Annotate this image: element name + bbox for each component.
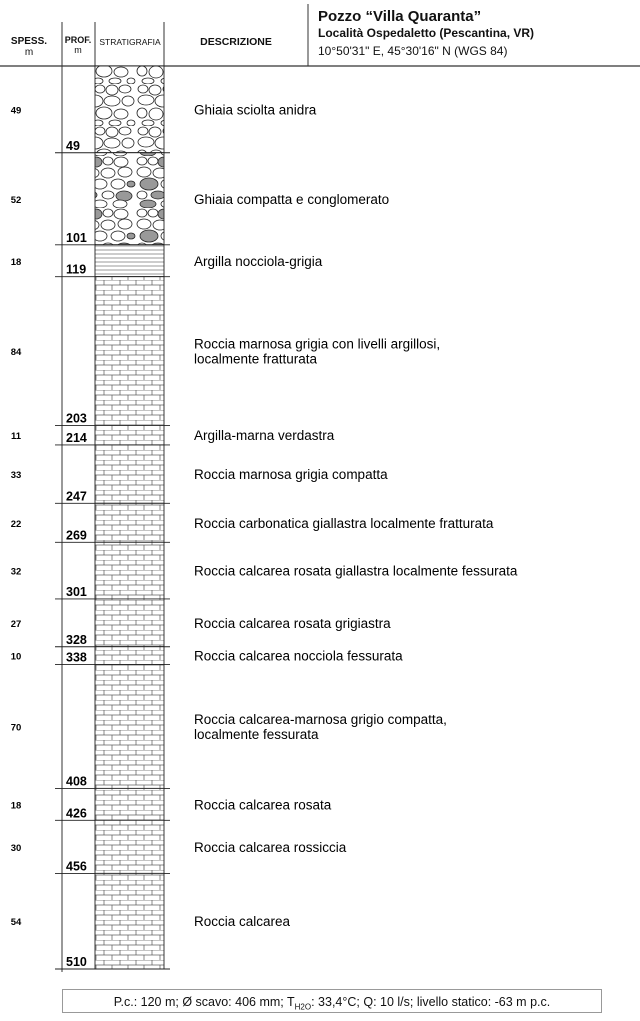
layer-10-description-0: Roccia calcarea-marnosa grigio compatta, bbox=[194, 712, 447, 727]
layer-9-thickness-label: 10 bbox=[11, 652, 22, 663]
spess-header-unit: m bbox=[24, 47, 34, 58]
strat-header: STRATIGRAFIA bbox=[99, 37, 161, 47]
layer-12-fill bbox=[94, 819, 165, 874]
layer-7-thickness-label: 32 bbox=[11, 567, 22, 578]
well-coordinates: 10°50'31" E, 45°30'16" N (WGS 84) bbox=[318, 44, 508, 58]
layer-0-description-0: Ghiaia sciolta anidra bbox=[194, 102, 317, 117]
layer-10-fill bbox=[94, 664, 165, 789]
layer-1-description-0: Ghiaia compatta e conglomerato bbox=[194, 192, 389, 207]
layer-10-depth-label: 408 bbox=[66, 774, 87, 788]
layer-12-depth-label: 456 bbox=[66, 859, 87, 873]
layer-2-description-0: Argilla nocciola-grigia bbox=[194, 254, 323, 269]
footer-text-2: : 33,4°C; Q: 10 l/s; livello statico: -6… bbox=[311, 995, 551, 1009]
layer-13-description-0: Roccia calcarea bbox=[194, 914, 291, 929]
layer-5-thickness-label: 33 bbox=[11, 470, 22, 481]
layer-12-description-0: Roccia calcarea rossiccia bbox=[194, 840, 347, 855]
layer-3-description-1: localmente fratturata bbox=[194, 352, 318, 367]
layer-6-thickness-label: 22 bbox=[11, 519, 22, 530]
layer-0-fill bbox=[94, 65, 165, 154]
well-title: Pozzo “Villa Quaranta” bbox=[318, 8, 482, 25]
well-parameters-box: P.c.: 120 m; Ø scavo: 406 mm; TH2O: 33,4… bbox=[62, 989, 602, 1013]
layer-12-thickness-label: 30 bbox=[11, 843, 22, 854]
layer-2-depth-label: 119 bbox=[66, 263, 86, 277]
layer-7-description-0: Roccia calcarea rosata giallastra localm… bbox=[194, 564, 518, 579]
layer-11-thickness-label: 18 bbox=[11, 800, 22, 811]
layer-9-depth-label: 338 bbox=[66, 650, 87, 664]
layer-1-thickness-label: 52 bbox=[11, 195, 22, 206]
layer-3-fill bbox=[94, 276, 165, 426]
layer-5-depth-label: 247 bbox=[66, 489, 87, 503]
layer-6-depth-label: 269 bbox=[66, 528, 87, 542]
prof-header-unit: m bbox=[74, 44, 82, 55]
spess-header: SPESS. m bbox=[8, 36, 50, 58]
layer-6-fill bbox=[94, 502, 165, 543]
prof-header: PROF. m bbox=[62, 35, 94, 56]
layer-2-fill bbox=[94, 244, 165, 278]
layer-0-thickness-label: 49 bbox=[11, 105, 22, 116]
layer-10-description-1: localmente fessurata bbox=[194, 727, 319, 742]
layer-11-fill bbox=[94, 787, 165, 821]
layer-8-description-0: Roccia calcarea rosata grigiastra bbox=[194, 616, 391, 631]
layer-9-fill bbox=[94, 646, 165, 665]
layer-6-description-0: Roccia carbonatica giallastra localmente… bbox=[194, 516, 494, 531]
layer-13-depth-label: 510 bbox=[66, 955, 87, 969]
layer-3-thickness-label: 84 bbox=[11, 347, 22, 358]
layer-2-thickness-label: 18 bbox=[11, 257, 22, 268]
layer-13-thickness-label: 54 bbox=[11, 917, 22, 928]
layer-8-depth-label: 328 bbox=[66, 633, 87, 647]
layer-8-thickness-label: 27 bbox=[11, 619, 22, 630]
layer-7-fill bbox=[94, 541, 165, 600]
layer-3-depth-label: 203 bbox=[66, 411, 87, 425]
footer-text-1: P.c.: 120 m; Ø scavo: 406 mm; T bbox=[113, 995, 295, 1009]
layer-4-fill bbox=[94, 424, 165, 446]
layer-1-fill bbox=[94, 152, 165, 246]
layer-5-fill bbox=[94, 444, 165, 504]
layer-8-fill bbox=[94, 598, 165, 648]
footer-subscript: H2O bbox=[294, 1002, 312, 1012]
layer-11-description-0: Roccia calcarea rosata bbox=[194, 797, 332, 812]
layer-4-depth-label: 214 bbox=[66, 431, 87, 445]
layer-5-description-0: Roccia marnosa grigia compatta bbox=[194, 467, 388, 482]
layer-1-depth-label: 101 bbox=[66, 231, 87, 245]
well-location: Località Ospedaletto (Pescantina, VR) bbox=[318, 26, 535, 40]
layer-11-depth-label: 426 bbox=[66, 806, 87, 820]
title-block: Pozzo “Villa Quaranta” Località Ospedale… bbox=[318, 8, 534, 58]
layer-10-thickness-label: 70 bbox=[11, 722, 22, 733]
prof-header-label: PROF. bbox=[64, 35, 92, 45]
desc-header: DESCRIZIONE bbox=[200, 36, 272, 48]
layer-3-description-0: Roccia marnosa grigia con livelli argill… bbox=[194, 337, 440, 352]
stratigraphic-log: 49 49 Ghiaia sciolta anidra 101 52 Ghiaia com… bbox=[0, 4, 640, 972]
layer-7-depth-label: 301 bbox=[66, 585, 87, 599]
layer-9-description-0: Roccia calcarea nocciola fessurata bbox=[194, 649, 403, 664]
layer-0-depth-label: 49 bbox=[66, 139, 80, 153]
layer-4-description-0: Argilla-marna verdastra bbox=[194, 428, 335, 443]
layer-4-thickness-label: 11 bbox=[11, 431, 22, 442]
spess-header-label: SPESS. bbox=[10, 36, 48, 47]
layer-13-fill bbox=[94, 872, 165, 970]
